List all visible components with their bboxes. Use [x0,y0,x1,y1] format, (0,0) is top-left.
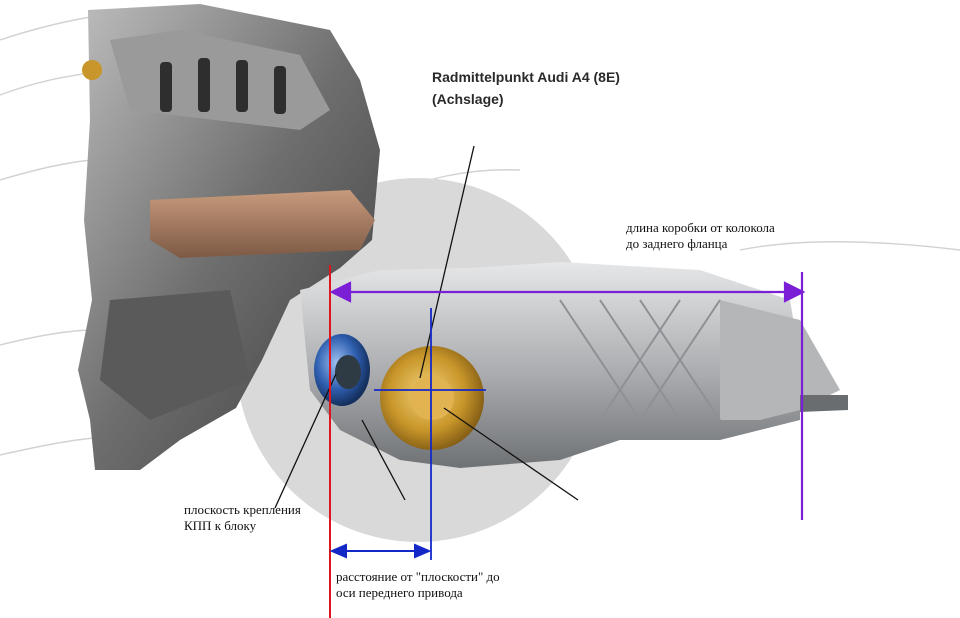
axle-centre-crosshair [374,308,486,560]
engine-illustration [78,4,380,470]
wheel-center-label: Radmittelpunkt Audi A4 (8E) (Achslage) [432,66,620,110]
axle-distance-label-line1: расстояние от "плоскости" до [336,569,500,584]
mount-plane-label: плоскость крепления КПП к блоку [184,502,301,534]
axle-distance-dimension [329,543,432,559]
gearbox-length-label: длина коробки от колокола до заднего фла… [626,220,775,252]
mount-plane-label-line1: плоскость крепления [184,502,301,517]
mount-plane-label-line2: КПП к блоку [184,518,257,533]
axle-distance-label: расстояние от "плоскости" до оси передне… [336,569,500,601]
gearbox-length-dimension [329,272,806,520]
axle-distance-label-line2: оси переднего привода [336,585,463,600]
gearbox-illustration [300,262,848,468]
wheel-center-label-line2: (Achslage) [432,91,504,107]
gearbox-length-label-line2: до заднего фланца [626,236,728,251]
wheel-center-label-line1: Radmittelpunkt Audi A4 (8E) [432,69,620,85]
gearbox-length-label-line1: длина коробки от колокола [626,220,775,235]
leader-lines [274,145,579,509]
